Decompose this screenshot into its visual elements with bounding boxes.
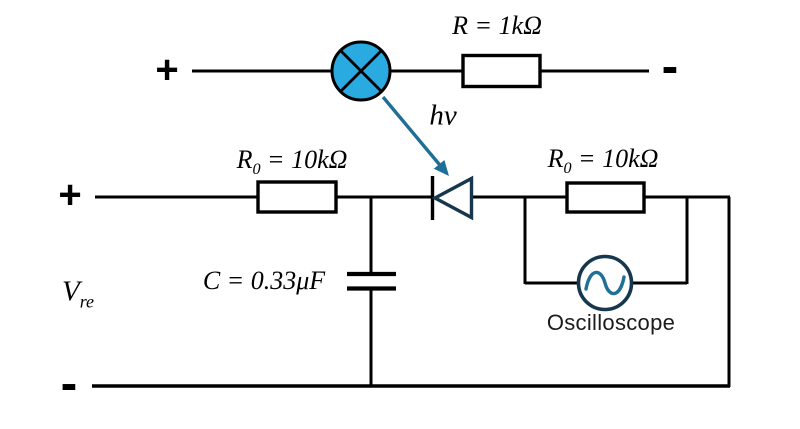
resistor-r0-right-icon: [565, 181, 646, 214]
capacitor-label: C = 0.33μF: [202, 266, 326, 295]
lamp-icon: [330, 40, 392, 102]
light-ray: [381, 95, 441, 166]
voltage-label-sub: re: [79, 291, 95, 312]
r0-left-sub: 0: [252, 161, 261, 179]
r0-right-value: = 10kΩ: [571, 144, 659, 173]
sine-wave-icon: [584, 270, 626, 296]
r0-right-sub: 0: [563, 160, 572, 178]
r0-left-base: R: [236, 145, 253, 174]
bottom-branch-wires: [92, 195, 731, 388]
bottom-positive-terminal: +: [58, 173, 82, 217]
voltage-label-base: V: [61, 275, 80, 308]
photon-energy-label: hν: [429, 99, 457, 132]
voltage-source-label: Vre: [61, 275, 94, 310]
resistor-r0-left-icon: [256, 180, 338, 214]
photodiode-triangle: [431, 175, 474, 221]
photodiode-icon: [430, 175, 474, 221]
r0-right-base: R: [547, 144, 564, 173]
resistor-r0-right-label: R0 = 10kΩ: [547, 144, 659, 177]
light-arrow-icon: [381, 95, 449, 176]
light-arrowhead: [433, 160, 449, 176]
bottom-negative-terminal: -: [60, 355, 78, 411]
top-negative-terminal: -: [661, 38, 679, 94]
resistor-r0-left-label: R0 = 10kΩ: [236, 145, 348, 178]
capacitor-icon: [347, 271, 396, 291]
resistor-r-icon: [461, 53, 542, 89]
r0-left-value: = 10kΩ: [260, 145, 348, 174]
top-positive-terminal: +: [155, 48, 179, 92]
lamp-cross-line: [339, 49, 383, 93]
resistor-r-label: R = 1kΩ: [452, 11, 542, 40]
oscilloscope-label: Oscilloscope: [546, 310, 676, 335]
oscilloscope-icon: [576, 254, 634, 312]
